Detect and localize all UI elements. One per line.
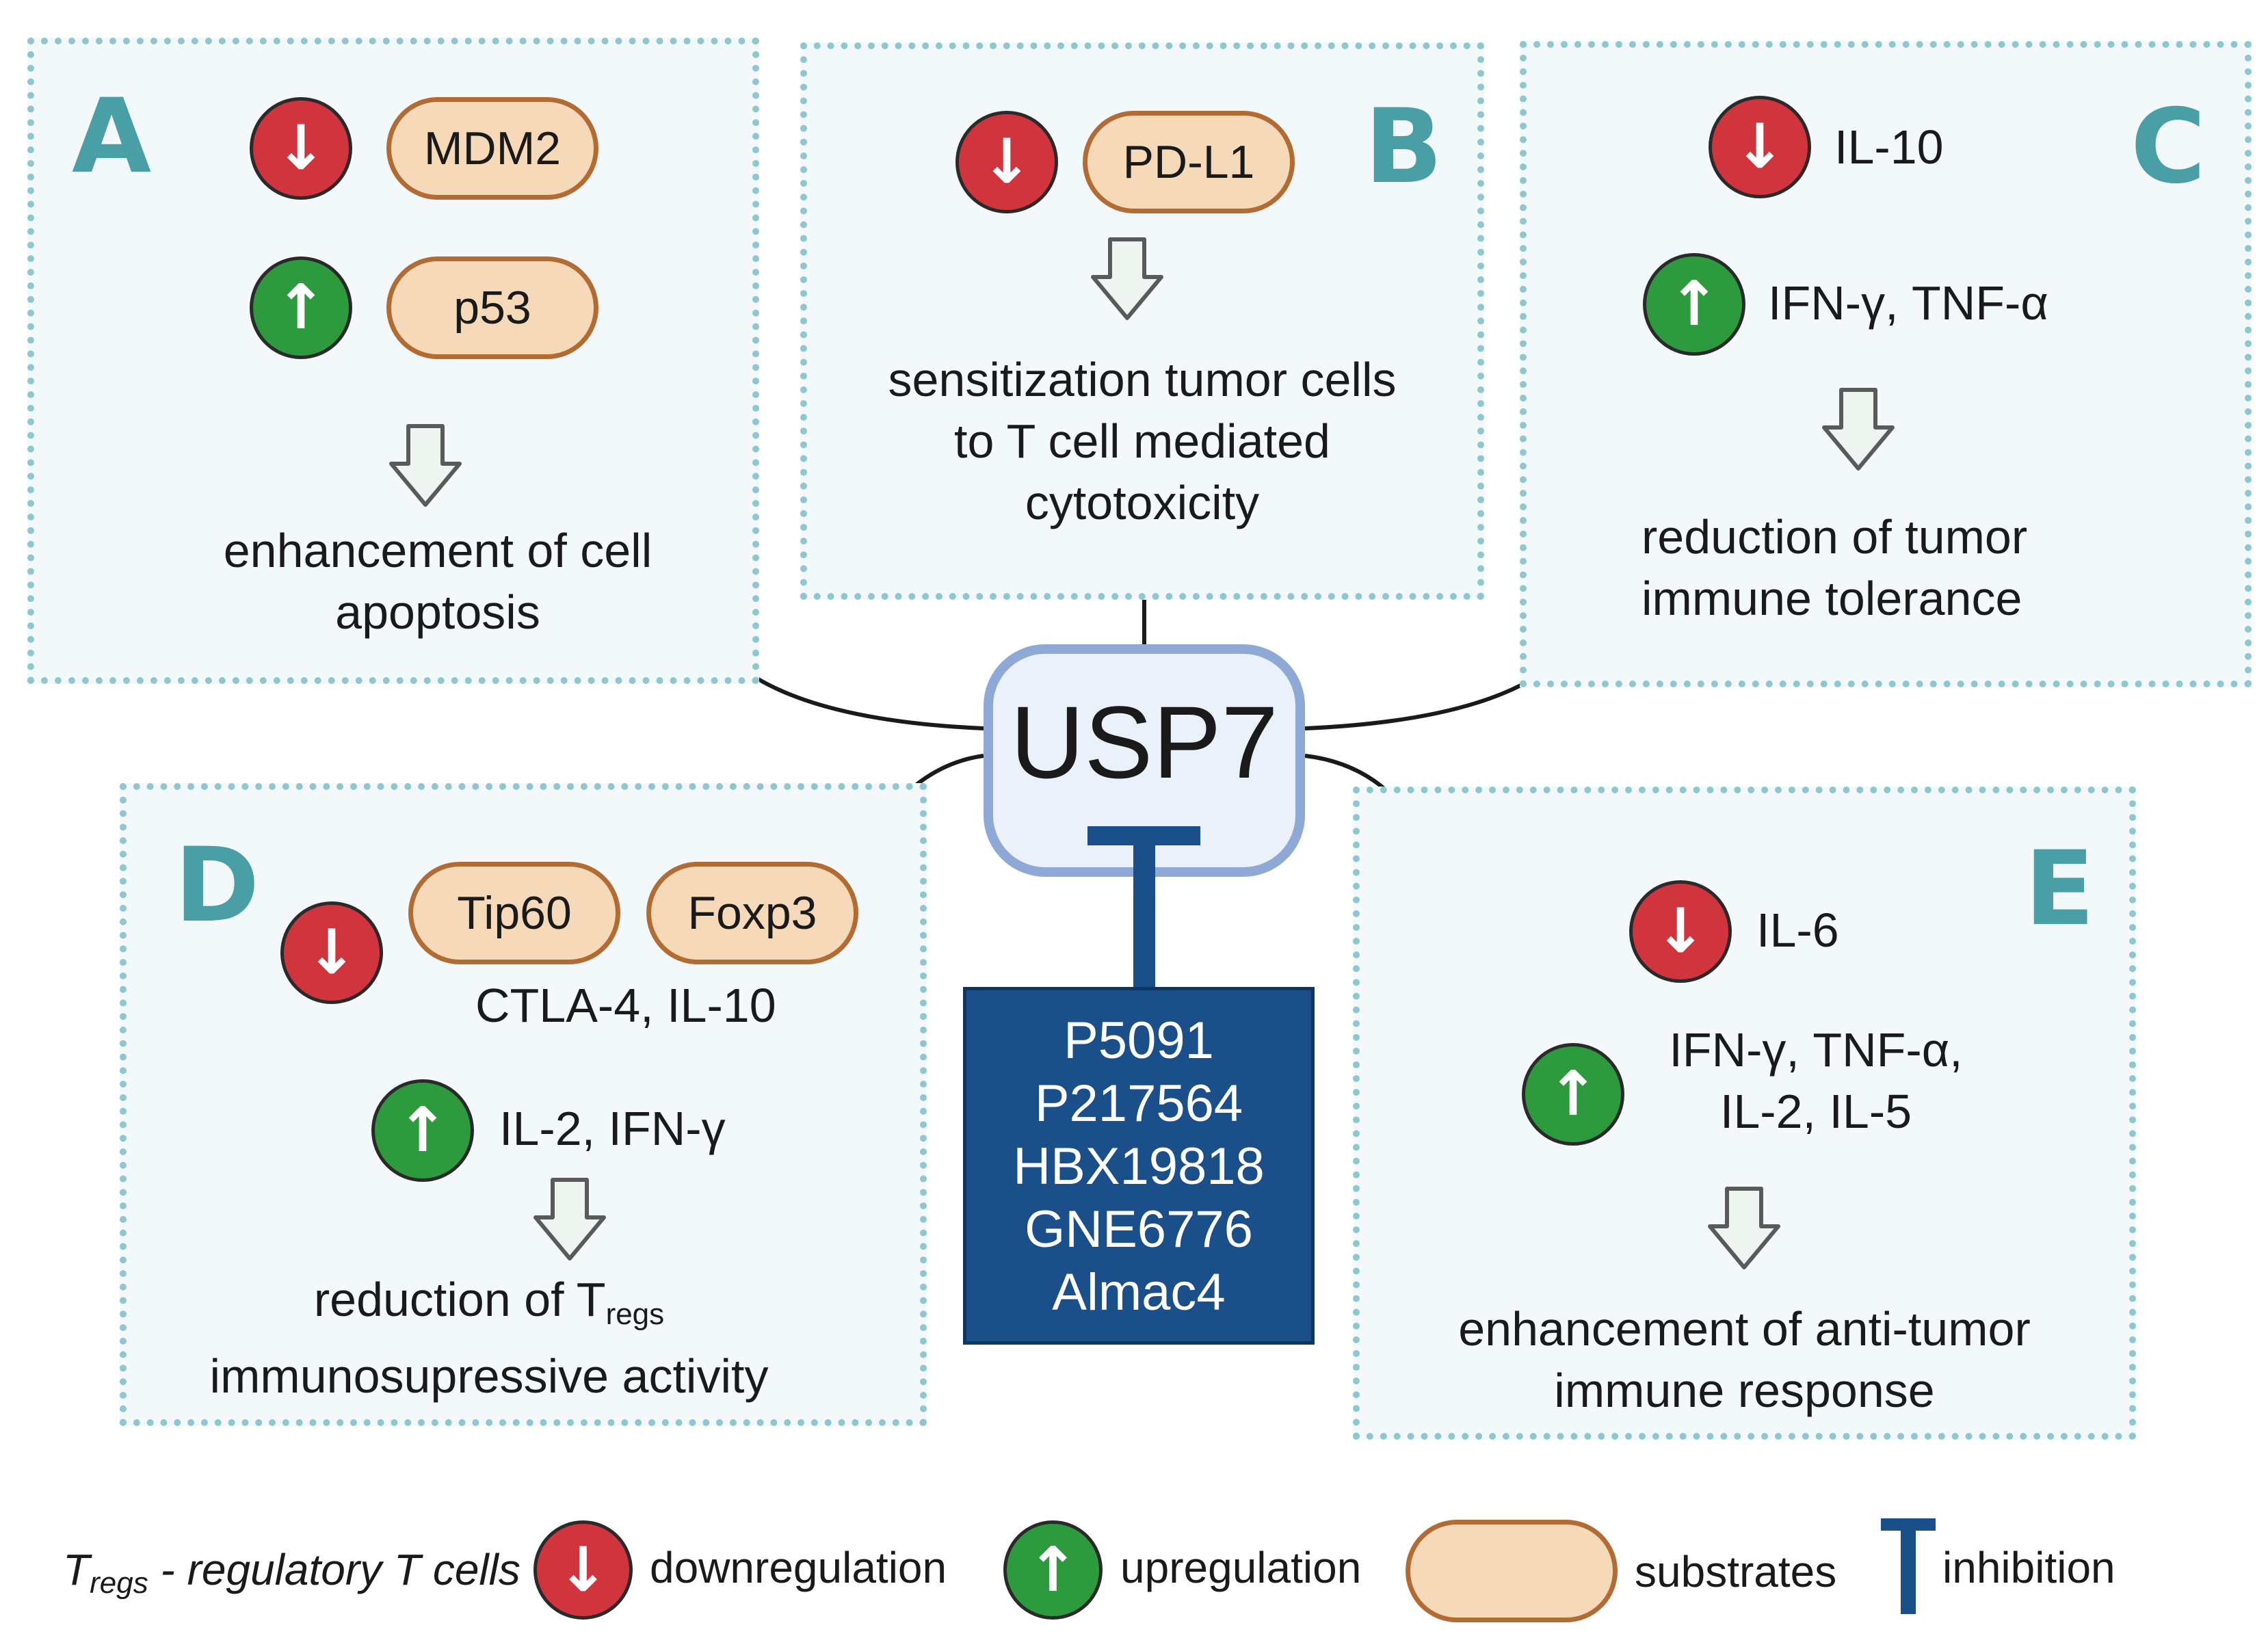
panel-a-result-arrow bbox=[389, 424, 462, 507]
panel-d-up-label: IL-2, IFN-γ bbox=[499, 1102, 726, 1155]
panel-c-outcome: reduction of tumor immune tolerance bbox=[1641, 510, 2028, 625]
panel-d-substrate-tip60: Tip60 bbox=[408, 862, 620, 964]
panel-e-outcome: enhancement of anti-tumor immune respons… bbox=[1458, 1302, 2031, 1417]
panel-b-substrate-pdl1: PD-L1 bbox=[1083, 111, 1295, 213]
legend-substrate-swatch bbox=[1406, 1520, 1618, 1622]
inhibitor-item: GNE6776 bbox=[1025, 1200, 1253, 1258]
panel-a-letter: A bbox=[72, 77, 152, 196]
legend-tregs: Tregs - regulatory T cells bbox=[63, 1545, 520, 1600]
panel-b-letter: B bbox=[1364, 88, 1443, 207]
panel-d-up-indicator: ↑ bbox=[371, 1079, 474, 1182]
panel-d-substrate-foxp3: Foxp3 bbox=[646, 862, 858, 964]
legend-inhibition-label: inhibition bbox=[1942, 1543, 2115, 1592]
panel-a-down-indicator: ↓ bbox=[250, 97, 352, 200]
panel-a-substrate-p53: p53 bbox=[386, 256, 598, 359]
panel-a-up-indicator: ↑ bbox=[250, 256, 352, 359]
panel-c-up-indicator: ↑ bbox=[1643, 253, 1745, 356]
legend-substrates-label: substrates bbox=[1635, 1547, 1837, 1596]
panel-e bbox=[1353, 787, 2136, 1440]
panel-d-down-indicator: ↓ bbox=[280, 901, 383, 1004]
panel-e-down-label: IL-6 bbox=[1756, 903, 1839, 957]
legend-up-label: upregulation bbox=[1120, 1543, 1362, 1592]
panel-c bbox=[1520, 41, 2252, 687]
panel-a-outcome: enhancement of cell apoptosis bbox=[223, 524, 652, 639]
panel-d-down-extra: CTLA-4, IL-10 bbox=[475, 979, 776, 1032]
panel-d-outcome: reduction of Tregs immunosupressive acti… bbox=[209, 1273, 769, 1403]
legend-inhibition-icon bbox=[1881, 1518, 1936, 1614]
inhibitor-list: P5091 P217564 HBX19818 GNE6776 Almac4 bbox=[963, 987, 1315, 1345]
panel-b-down-indicator: ↓ bbox=[955, 111, 1058, 213]
panel-e-letter: E bbox=[2025, 830, 2095, 949]
panel-e-up-label: IFN-γ, TNF-α, IL-2, IL-5 bbox=[1669, 1023, 1963, 1138]
legend-down-label: downregulation bbox=[650, 1543, 947, 1592]
inhibitor-item: P5091 bbox=[1064, 1012, 1214, 1070]
inhibitor-item: P217564 bbox=[1034, 1074, 1243, 1133]
inhibitor-item: Almac4 bbox=[1052, 1263, 1226, 1321]
inhibitor-item: HBX19818 bbox=[1013, 1137, 1265, 1196]
panel-b bbox=[800, 42, 1484, 600]
panel-b-outcome: sensitization tumor cells to T cell medi… bbox=[888, 353, 1397, 529]
panel-d-result-arrow bbox=[533, 1178, 606, 1261]
panel-a-substrate-mdm2: MDM2 bbox=[386, 97, 598, 200]
panel-e-result-arrow bbox=[1708, 1187, 1780, 1269]
panel-c-up-label: IFN-γ, TNF-α bbox=[1768, 276, 2048, 330]
panel-d-letter: D bbox=[174, 826, 260, 945]
legend-up-indicator: ↑ bbox=[1003, 1520, 1103, 1620]
panel-c-down-label: IL-10 bbox=[1834, 120, 1944, 174]
panel-e-down-indicator: ↓ bbox=[1629, 880, 1732, 983]
panel-c-result-arrow bbox=[1822, 388, 1895, 471]
panel-e-up-indicator: ↑ bbox=[1522, 1043, 1624, 1146]
inhibition-bar bbox=[1087, 826, 1200, 992]
legend-down-indicator: ↓ bbox=[533, 1520, 633, 1620]
panel-c-down-indicator: ↓ bbox=[1709, 96, 1811, 198]
usp7-label: USP7 bbox=[1010, 685, 1278, 800]
panel-c-letter: C bbox=[2131, 88, 2206, 207]
panel-b-result-arrow bbox=[1091, 237, 1163, 320]
